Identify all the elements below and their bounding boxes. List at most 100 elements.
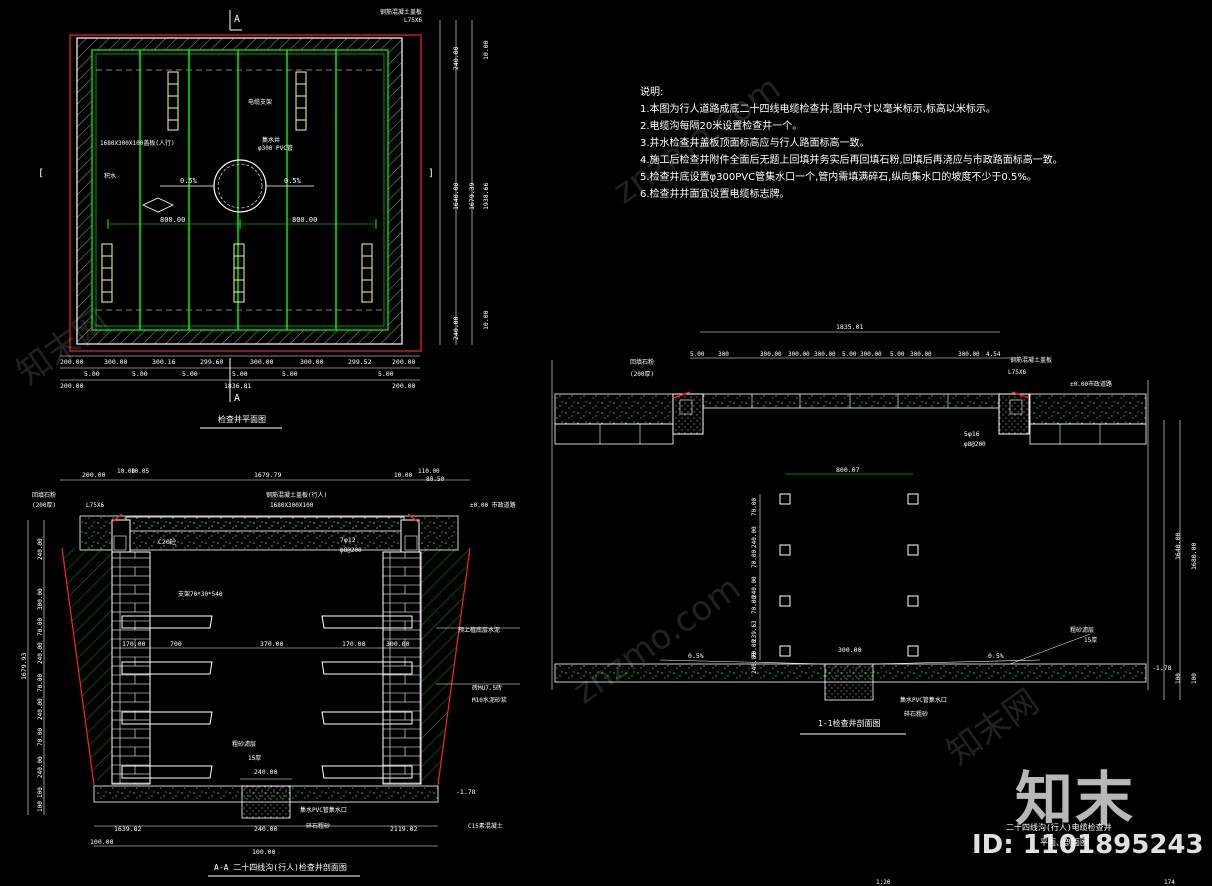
plan-label-pvc: φ300 PVC管 <box>258 144 293 152</box>
s11-label-rebar: 5φ16 <box>964 430 980 438</box>
plan-label-sump: 集水井 <box>262 136 280 144</box>
plan-dim-mid-0: 5.00 <box>84 370 100 378</box>
s11-cover-slab <box>702 393 1000 409</box>
plan-section-mark-top: A <box>234 14 240 25</box>
s11-right-dim-3: 100 <box>1191 673 1198 684</box>
plan-dim-mid-3: 5.00 <box>232 370 248 378</box>
aa-label-sand-thk: 15厚 <box>248 755 261 762</box>
aa-title: A-A 二十四线沟(行人)检查井剖面图 <box>214 862 347 872</box>
aa-label-brick: 砖MU7.5砖 <box>472 684 502 692</box>
aa-label-road: ±0.00 市政道路 <box>470 501 516 509</box>
plan-label-water: 积水 <box>104 172 116 180</box>
s11-left-dim-0: 70.00 <box>751 498 758 516</box>
plan-dim-top-0: 200.00 <box>60 358 84 366</box>
s11-dim-8: 300.00 <box>910 351 932 358</box>
aa-label-plaster: 预上植底层水泥 <box>458 626 500 634</box>
aa-bottom-dim-total: 100.00 <box>252 848 276 856</box>
plan-dim-top-3: 299.60 <box>200 358 224 366</box>
aa-dim-370-right: 170.00 <box>342 640 366 648</box>
aa-top-dim-5: 110.00 <box>418 468 440 475</box>
aa-label-elev: -1.78 <box>456 788 476 796</box>
notes-item-1: 1.本图为行人道路成底二十四线电缆检查井,图中尺寸以毫米标示,标高以米标示。 <box>640 104 996 115</box>
plan-title: 检查井平面图 <box>218 414 266 424</box>
aa-left-dim-1: 300.00 <box>37 588 44 610</box>
aa-label-c15: C15素混凝土 <box>468 822 503 830</box>
aa-label-mortar: M10水泥砂浆 <box>472 696 507 704</box>
aa-left-soil-hatch <box>62 548 112 780</box>
s11-label-angle: L75X6 <box>1008 369 1026 376</box>
aa-left-dim-total: 1679.93 <box>20 653 28 680</box>
aa-left-dim-3: 240.00 <box>37 642 44 664</box>
aa-label-bracket: 支架70*30*540 <box>178 590 223 598</box>
s11-dim-1: 300 <box>718 351 729 358</box>
s11-right-road-layer <box>1029 393 1147 425</box>
plan-label-slab: 钢筋混凝土盖板 <box>380 8 422 16</box>
aa-label-gravel: 碎石粗砂 <box>306 822 330 830</box>
s11-elev-bottom: -1.78 <box>1152 664 1172 672</box>
aa-cover-slab <box>125 516 405 532</box>
plan-dim-top-2: 300.16 <box>152 358 176 366</box>
aa-left-dim-9: 100 <box>37 801 44 812</box>
plan-dim-right-3: 1679.39 <box>468 183 476 210</box>
plan-dim-bottom-2: 200.00 <box>392 382 416 390</box>
aa-top-dim-6: 80.50 <box>426 476 444 483</box>
aa-dim-170-right: 300.00 <box>386 640 410 648</box>
bottom-right-caption: 二十四线沟(行人)电缆检查井 <box>1006 822 1112 832</box>
s11-left-dim-5: 239.63 <box>751 620 758 642</box>
notes-heading: 说明: <box>640 87 664 98</box>
s11-slope-right: 0.5% <box>988 652 1004 660</box>
plan-dim-top-1: 300.00 <box>104 358 128 366</box>
s11-dim-4: 300.00 <box>814 351 836 358</box>
aa-top-dim-0: 200.00 <box>82 471 106 479</box>
plan-dim-top-5: 300.00 <box>300 358 324 366</box>
aa-bottom-dim-240-right: 2119.02 <box>390 825 417 833</box>
watermark-logo: 知末 <box>1015 765 1136 833</box>
aa-label-rebar: 7φ12 <box>340 536 356 544</box>
aa-dim-700: 370.00 <box>260 640 284 648</box>
aa-right-excavation-line <box>437 547 471 786</box>
aa-top-dim-3: 1679.79 <box>254 471 281 479</box>
plan-dim-right-4: 1938.66 <box>482 183 490 210</box>
plan-slope-right: 0.5% <box>284 177 302 185</box>
design-notes: 说明: 1.本图为行人道路成底二十四线电缆检查井,图中尺寸以毫米标示,标高以米标… <box>640 84 1063 203</box>
aa-right-soil-hatch <box>420 548 470 780</box>
s11-dim-0: 5.00 <box>690 351 705 358</box>
plan-dim-mid-2: 5.00 <box>182 370 198 378</box>
section-aa: 200.00 10.00 10.05 1679.79 10.00 110.00 … <box>20 468 520 877</box>
aa-label-slab-size: 1680X300X100 <box>270 502 314 509</box>
plan-section-mark-bottom: A <box>234 393 240 404</box>
plan-cut-mark-left: [ <box>38 168 44 179</box>
aa-right-brick-wall <box>382 551 422 785</box>
plan-cable-brackets <box>101 71 373 303</box>
aa-dim-sump-300: 240.00 <box>254 768 278 776</box>
s11-left-dim-2: 70.00 <box>751 550 758 568</box>
s11-right-dim-2: 100 <box>1175 673 1182 684</box>
s11-title: 1-1检查井剖面图 <box>818 718 880 728</box>
s11-right-dim-0: 1680.00 <box>1190 543 1198 570</box>
aa-bottom-dim-240-left: 1639.82 <box>114 825 141 833</box>
plan-cover-slab-lines <box>139 50 337 330</box>
aa-left-dim-2: 70.00 <box>37 618 44 636</box>
s11-left-dim-1: 240.00 <box>751 526 758 548</box>
s11-dim-800: 800.07 <box>836 466 860 474</box>
aa-left-brick-wall <box>111 551 151 785</box>
s11-left-dim-3: 240.00 <box>751 576 758 598</box>
s11-right-dim-1: 1640.00 <box>1174 533 1182 560</box>
aa-label-angle: L75X6 <box>86 502 104 509</box>
aa-left-dim-4: 70.00 <box>37 674 44 692</box>
s11-bracket-squares <box>779 493 919 657</box>
s11-label-slab: 钢筋混凝土盖板 <box>1010 356 1052 364</box>
s11-top-dim: 1835.01 <box>836 323 863 331</box>
s11-dim-5: 5.00 <box>842 351 857 358</box>
s11-label-backfill-thk: (200厚) <box>630 371 654 378</box>
s11-dim-3: 300.00 <box>788 351 810 358</box>
s11-dim-2: 300.00 <box>760 351 782 358</box>
plan-dim-800-left: 800.00 <box>160 216 185 224</box>
plan-angle-label: L75X6 <box>404 17 422 24</box>
scale-hint: 1:20 <box>876 879 891 886</box>
s11-label-sand-thk: 15厚 <box>1084 637 1097 644</box>
plan-slope-left: 0.5% <box>180 177 198 185</box>
aa-top-dim-2: 10.05 <box>131 468 149 475</box>
s11-label-backfill: 回填石粉 <box>630 358 654 366</box>
